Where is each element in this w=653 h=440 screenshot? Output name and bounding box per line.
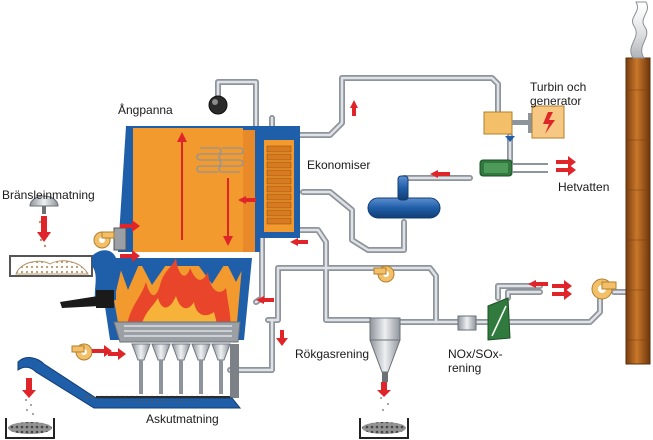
label-ash-feed: Askutmatning [146,412,219,426]
heat-exchanger [479,159,548,177]
chimney-smoke [630,1,648,59]
label-nox-sox-cleaning: NOx/SOx- rening [448,347,503,375]
economizer [258,126,300,238]
label-boiler: Ångpanna [118,103,173,117]
label-economizer: Ekonomiser [307,158,371,172]
flow-arrows [22,100,576,398]
fan-flue-gas [373,265,395,283]
fan-secondary-air [71,343,93,361]
label-hot-water: Hetvatten [558,180,610,194]
turbine-generator [483,105,565,142]
steam-drum [208,95,228,115]
ash-bin-left [5,418,55,439]
fuel-hopper-funnel [29,195,59,248]
fan-primary-air [93,227,127,251]
ash-hoppers [131,343,239,398]
cyclone-filter [369,317,401,382]
fuel-feed [9,250,116,308]
label-turbine-generator: Turbin och generator [530,80,587,108]
chimney [625,57,651,365]
falling-ash [25,391,389,415]
boiler-tubes [177,132,244,246]
ash-bin-right [359,418,409,439]
label-fuel-feed: Bränsleinmatning [2,188,95,202]
fan-stack [591,278,617,300]
feedwater-tank [367,175,441,219]
ash-conveyor [17,357,242,409]
label-flue-gas-cleaning: Rökgasrening [295,347,370,361]
nox-sox-unit [457,297,511,341]
furnace-grate [113,321,241,343]
